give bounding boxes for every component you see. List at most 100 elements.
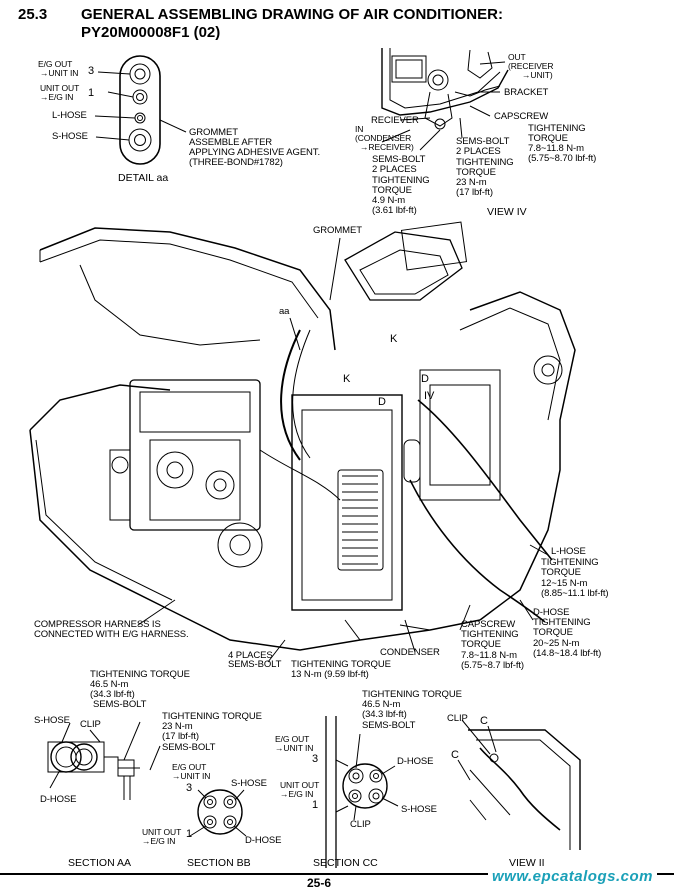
view-iv-capscrew-label: CAPSCREW bbox=[494, 111, 549, 122]
main-capscrew-torque-4: (5.75~8.7 lbf-ft) bbox=[461, 660, 524, 671]
sems-bolt-places: 4 PLACES bbox=[228, 650, 273, 661]
view-iv-sems2-1: SEMS-BOLT bbox=[456, 136, 510, 147]
view-iv-capscrew-torque-1: TIGHTENING bbox=[528, 123, 586, 134]
section-bb-d-hose-label: D-HOSE bbox=[245, 835, 282, 846]
main-l-hose-torque-4: (8.85~11.1 lbf-ft) bbox=[541, 588, 609, 599]
section-aa-clip-label: CLIP bbox=[80, 719, 101, 730]
section-bb-sems-label: SEMS-BOLT bbox=[162, 742, 216, 753]
view-iv-sems2-2: 2 PLACES bbox=[456, 146, 501, 157]
sems-bolt-torque-label: TIGHTENING TORQUE bbox=[291, 659, 391, 670]
view-iv-capscrew-torque-4: (5.75~8.70 lbf-ft) bbox=[528, 153, 597, 164]
section-cc-torque-2: 46.5 N-m bbox=[362, 699, 401, 710]
section-aa-torque-1: TIGHTENING TORQUE bbox=[90, 669, 190, 680]
section-bb-caption: SECTION BB bbox=[187, 857, 251, 869]
footer-rule bbox=[0, 873, 674, 875]
main-d-hose-torque-3: 20~25 N-m bbox=[533, 638, 580, 649]
page-number: 25-6 bbox=[307, 876, 332, 890]
detail-aa-grommet-illustration bbox=[94, 55, 187, 165]
section-bb-eg-out-2: →UNIT IN bbox=[172, 771, 211, 781]
section-aa-d-hose-label: D-HOSE bbox=[40, 794, 77, 805]
view-iv-out-label-2: (RECEIVER bbox=[508, 61, 554, 71]
view-iv-sems-torque-4: (3.61 lbf-ft) bbox=[372, 205, 417, 216]
section-bb-num-1: 1 bbox=[186, 828, 193, 840]
main-l-hose-torque-2: TORQUE bbox=[541, 567, 581, 578]
main-d-hose-torque-2: TORQUE bbox=[533, 627, 573, 638]
section-cc-d-hose-label: D-HOSE bbox=[397, 756, 434, 767]
grommet-note-line1: GROMMET bbox=[189, 127, 238, 138]
main-d-hose-torque-1: TIGHTENING bbox=[533, 617, 591, 628]
section-number: 25.3 bbox=[18, 6, 48, 23]
main-iv-label: IV bbox=[424, 390, 435, 402]
main-capscrew-label: CAPSCREW bbox=[461, 619, 516, 630]
section-cc-num-3: 3 bbox=[312, 753, 319, 765]
detail-aa-s-hose-label: S-HOSE bbox=[52, 131, 88, 142]
detail-aa-num-3: 3 bbox=[88, 65, 95, 77]
view-iv-bracket-label: BRACKET bbox=[504, 87, 549, 98]
view-ii-illustration bbox=[457, 719, 581, 850]
section-bb-illustration bbox=[149, 745, 247, 837]
main-k-label-2: K bbox=[343, 373, 351, 385]
grommet-note-line3: APPLYING ADHESIVE AGENT. bbox=[189, 147, 320, 158]
section-aa-torque-2: 46.5 N-m bbox=[90, 679, 129, 690]
sems-bolt-label: SEMS-BOLT bbox=[228, 659, 282, 670]
section-bb-unit-out-2: →E/G IN bbox=[142, 836, 176, 846]
view-iv-out-label-3: →UNIT) bbox=[522, 70, 553, 80]
sems-bolt-torque-value: 13 N-m (9.59 lbf-ft) bbox=[291, 669, 369, 680]
main-aa-label: aa bbox=[279, 306, 290, 317]
view-iv-in-label: IN bbox=[355, 124, 364, 134]
main-d-label-2: D bbox=[378, 396, 386, 408]
view-iv-sems2-4: TORQUE bbox=[456, 167, 496, 178]
section-bb-s-hose-label: S-HOSE bbox=[231, 778, 267, 789]
section-cc-caption: SECTION CC bbox=[313, 857, 378, 869]
view-iv-sems2-6: (17 lbf-ft) bbox=[456, 187, 493, 198]
watermark: www.epcatalogs.com bbox=[488, 868, 657, 885]
view-iv-caption: VIEW IV bbox=[487, 206, 527, 218]
view-iv-sems-torque-3: 4.9 N-m bbox=[372, 195, 406, 206]
section-cc-clip-label: CLIP bbox=[350, 819, 371, 830]
view-ii-clip-label: CLIP bbox=[447, 713, 468, 724]
main-l-hose-label: L-HOSE bbox=[551, 546, 586, 557]
section-aa-s-hose-label: S-HOSE bbox=[34, 715, 70, 726]
view-ii-caption: VIEW II bbox=[509, 857, 545, 869]
main-machine-illustration bbox=[29, 221, 576, 663]
main-capscrew-torque-1: TIGHTENING bbox=[461, 629, 519, 640]
view-iv-sems2-5: 23 N-m bbox=[456, 177, 487, 188]
compressor-harness-note-2: CONNECTED WITH E/G HARNESS. bbox=[34, 629, 189, 640]
detail-aa-l-hose-label: L-HOSE bbox=[52, 110, 87, 121]
section-bb-torque-2: 23 N-m bbox=[162, 721, 193, 732]
detail-aa-unit-out-label-2: →E/G IN bbox=[40, 92, 74, 102]
view-iv-sems2-3: TIGHTENING bbox=[456, 157, 514, 168]
view-iv-capscrew-torque-3: 7.8~11.8 N-m bbox=[528, 143, 584, 154]
section-cc-torque-1: TIGHTENING TORQUE bbox=[362, 689, 462, 700]
view-iv-sems-places: 2 PLACES bbox=[372, 164, 417, 175]
section-cc-sems-label: SEMS-BOLT bbox=[362, 720, 416, 731]
main-d-label-1: D bbox=[421, 373, 429, 385]
view-iv-in-label-3: →RECEIVER) bbox=[360, 142, 414, 152]
view-ii-c-label-1: C bbox=[480, 715, 488, 727]
detail-aa-unit-out-label: UNIT OUT bbox=[40, 83, 80, 93]
view-iv-in-label-2: (CONDENSER bbox=[355, 133, 412, 143]
view-iv-out-label: OUT bbox=[508, 52, 526, 62]
detail-aa-caption: DETAIL aa bbox=[118, 172, 169, 184]
grommet-note-line4: (THREE-BOND#1782) bbox=[189, 157, 283, 168]
section-bb-eg-out-1: E/G OUT bbox=[172, 762, 207, 772]
section-bb-unit-out-1: UNIT OUT bbox=[142, 827, 182, 837]
view-iv-illustration bbox=[381, 48, 509, 151]
main-condenser-label: CONDENSER bbox=[380, 647, 440, 658]
main-capscrew-torque-2: TORQUE bbox=[461, 639, 501, 650]
view-iv-sems-torque-2: TORQUE bbox=[372, 185, 412, 196]
main-l-hose-torque-3: 12~15 N-m bbox=[541, 578, 588, 589]
main-k-label-1: K bbox=[390, 333, 398, 345]
section-bb-torque-3: (17 lbf-ft) bbox=[162, 731, 199, 742]
section-aa-caption: SECTION AA bbox=[68, 857, 132, 869]
detail-aa-eg-out-label: E/G OUT bbox=[38, 59, 73, 69]
view-iv-capscrew-torque-2: TORQUE bbox=[528, 133, 568, 144]
section-bb-num-3: 3 bbox=[186, 782, 193, 794]
main-capscrew-torque-3: 7.8~11.8 N-m bbox=[461, 650, 517, 661]
detail-aa-eg-out-label-2: →UNIT IN bbox=[40, 68, 79, 78]
section-cc-eg-out-2: →UNIT IN bbox=[275, 743, 314, 753]
section-cc-num-1: 1 bbox=[312, 799, 319, 811]
section-aa-torque-3: (34.3 lbf-ft) bbox=[90, 689, 135, 700]
